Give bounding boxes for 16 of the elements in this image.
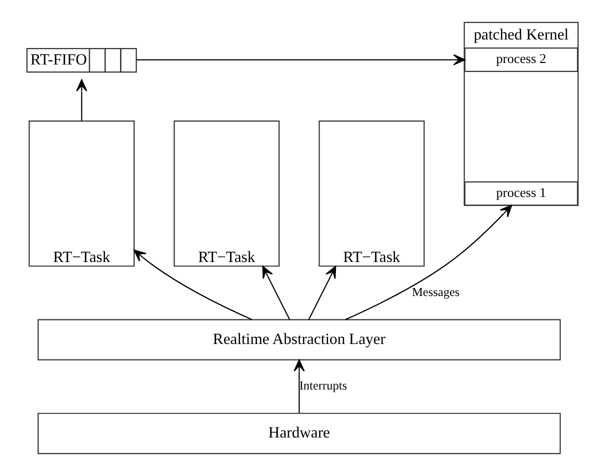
arrow <box>76 78 87 120</box>
edge-label: Messages <box>411 284 460 299</box>
arrow <box>344 204 512 320</box>
node-box: process 1 <box>464 180 578 206</box>
arrow <box>133 249 252 320</box>
node-box: Hardware <box>37 412 560 454</box>
arrow <box>262 265 290 320</box>
arrow <box>293 358 304 412</box>
node-box: RT−Task <box>28 120 134 266</box>
node-box: RT−Task <box>318 120 424 266</box>
node-box: process 2 <box>464 46 578 72</box>
edge-label: Interrupts <box>298 378 347 392</box>
node-box: Realtime Abstraction Layer <box>37 318 560 360</box>
arrow <box>308 265 336 320</box>
arrow <box>136 54 465 65</box>
node-box: RT−Task <box>173 120 280 266</box>
